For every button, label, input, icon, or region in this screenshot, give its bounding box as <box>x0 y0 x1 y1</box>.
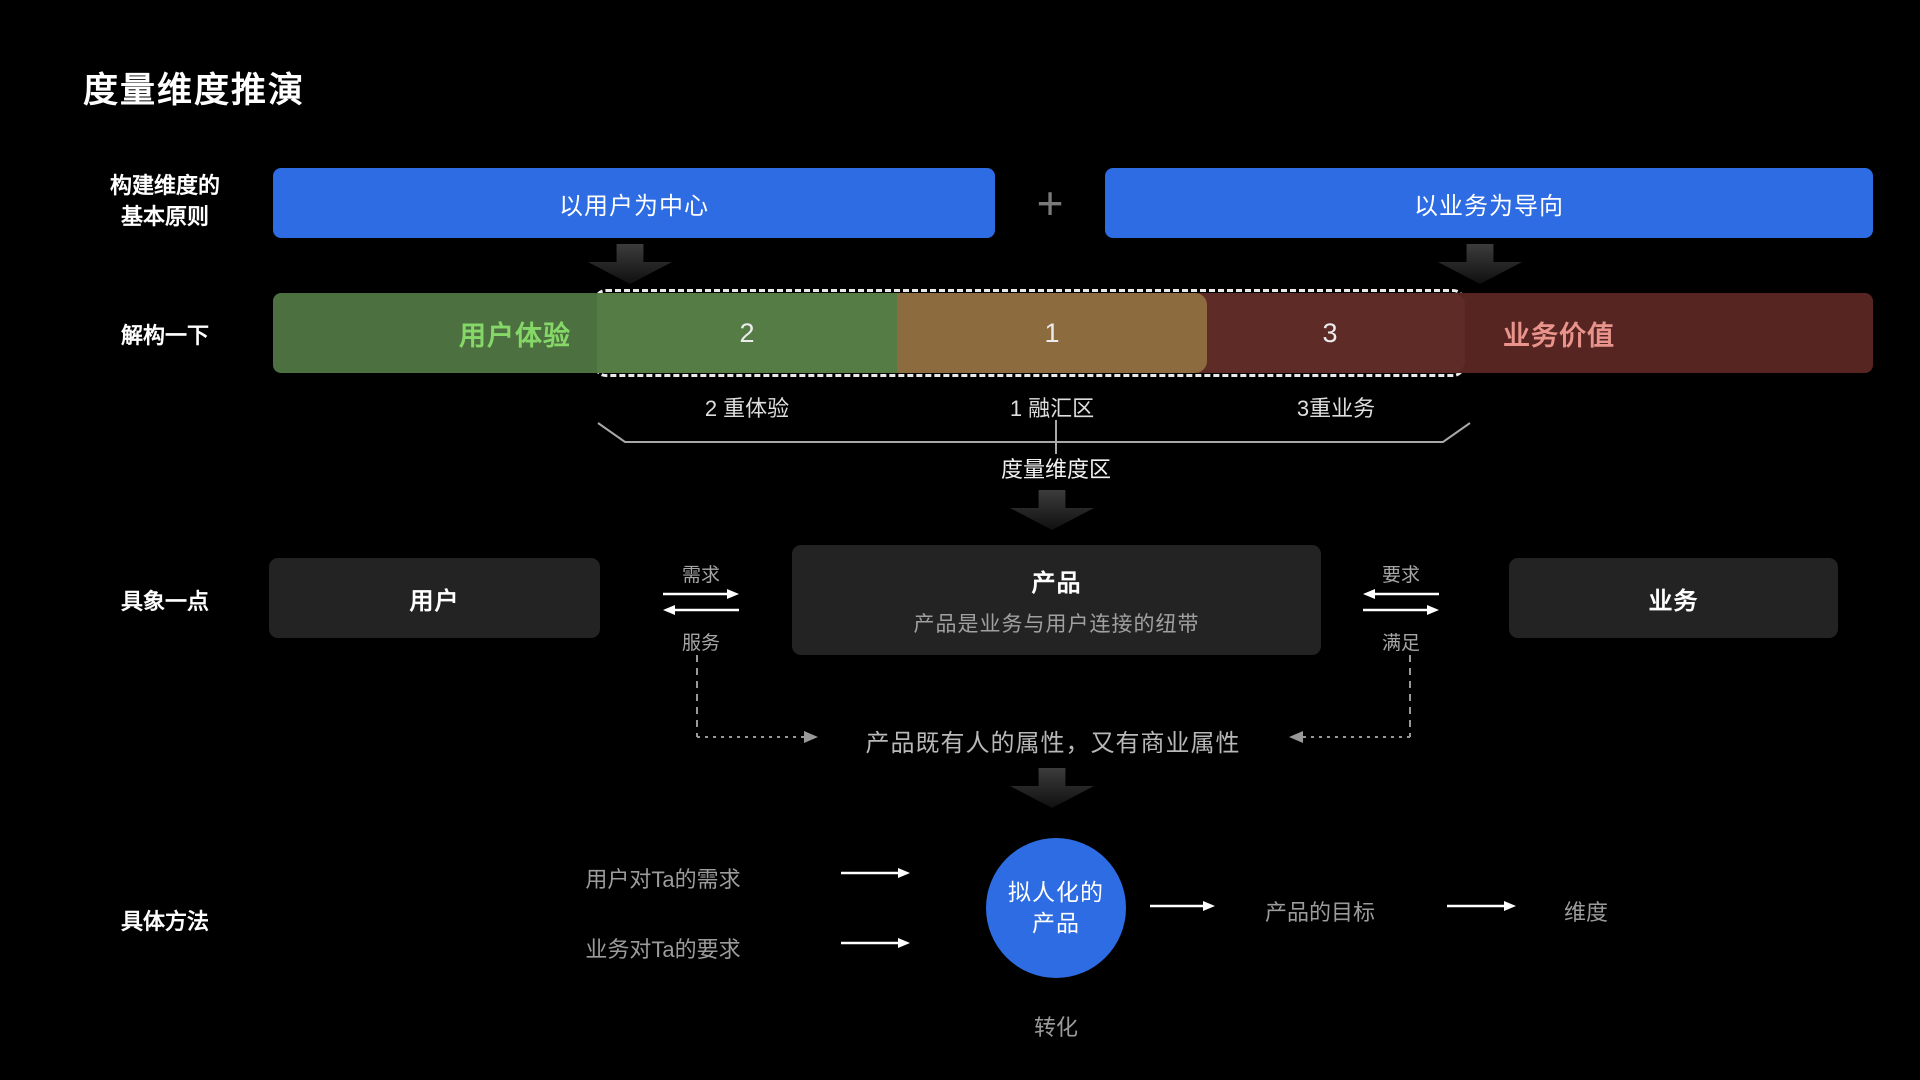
segment-business-value: 业务价值 <box>1453 293 1873 373</box>
down-arrow-icon <box>1010 768 1094 808</box>
circle-line1: 拟人化的 <box>1008 879 1104 905</box>
method-row-label: 具体方法 <box>120 909 209 934</box>
dimension-spectrum-bar: 用户体验 2 1 3 业务价值 <box>273 293 1873 373</box>
user-centered-bar: 以用户为中心 <box>273 168 995 238</box>
personified-product-circle: 拟人化的 产品 <box>986 838 1126 978</box>
user-demand-text: 用户对Ta的需求 <box>585 867 741 892</box>
product-box-subtitle: 产品是业务与用户连接的纽带 <box>913 612 1200 636</box>
right-arrow-icon <box>841 868 910 878</box>
exchange-arrows-icon <box>663 589 739 615</box>
dotted-connector-right-icon <box>1289 655 1411 743</box>
deconstruct-row-label: 解构一下 <box>120 323 209 348</box>
down-arrow-icon <box>588 244 672 284</box>
right-arrow-icon <box>1150 901 1215 911</box>
down-arrow-icon <box>1438 244 1522 284</box>
segment-user-experience: 用户体验 <box>273 293 597 373</box>
page-title: 度量维度推演 <box>83 71 306 110</box>
principles-row-label-line2: 基本原则 <box>120 204 209 229</box>
plus-sign: + <box>1036 177 1064 229</box>
business-oriented-bar: 以业务为导向 <box>1105 168 1873 238</box>
concrete-row-label: 具象一点 <box>120 589 209 614</box>
measure-zone-label: 度量维度区 <box>1000 457 1111 482</box>
segment-2-number: 2 <box>739 317 755 348</box>
product-goal-text: 产品的目标 <box>1264 900 1375 925</box>
satisfy-label: 满足 <box>1381 633 1420 654</box>
segment-2: 2 <box>597 293 897 373</box>
business-require-text: 业务对Ta的要求 <box>585 937 741 962</box>
product-box-title: 产品 <box>1031 569 1082 597</box>
transform-text: 转化 <box>1033 1015 1078 1040</box>
business-box: 业务 <box>1509 558 1838 638</box>
dimension-text: 维度 <box>1563 900 1608 925</box>
serve-label: 服务 <box>681 633 720 654</box>
require-label: 要求 <box>1381 565 1420 586</box>
down-arrow-icon <box>1010 490 1094 530</box>
segment-1: 1 <box>897 293 1207 373</box>
principles-row-label-line1: 构建维度的 <box>109 173 220 198</box>
caption-2: 2 重体验 <box>704 396 790 421</box>
dotted-connector-left-icon <box>696 655 818 743</box>
demand-label: 需求 <box>681 565 720 586</box>
product-box: 产品 产品是业务与用户连接的纽带 <box>792 545 1321 655</box>
right-arrow-icon <box>841 938 910 948</box>
caption-3: 3重业务 <box>1296 396 1376 421</box>
dual-attribute-text: 产品既有人的属性，又有商业属性 <box>865 730 1241 757</box>
user-box-title: 用户 <box>409 587 460 615</box>
right-arrow-icon <box>1447 901 1516 911</box>
caption-1: 1 融汇区 <box>1009 396 1095 421</box>
bracket-icon <box>597 420 1471 454</box>
principles-row-label: 构建维度的 基本原则 <box>65 170 265 232</box>
exchange-arrows-icon <box>1363 589 1439 615</box>
business-box-title: 业务 <box>1648 587 1699 615</box>
user-box: 用户 <box>269 558 600 638</box>
segment-3-number: 3 <box>1322 317 1338 348</box>
segment-1-number: 1 <box>1044 317 1060 348</box>
circle-line2: 产品 <box>1032 910 1080 936</box>
segment-3: 3 <box>1195 293 1465 373</box>
